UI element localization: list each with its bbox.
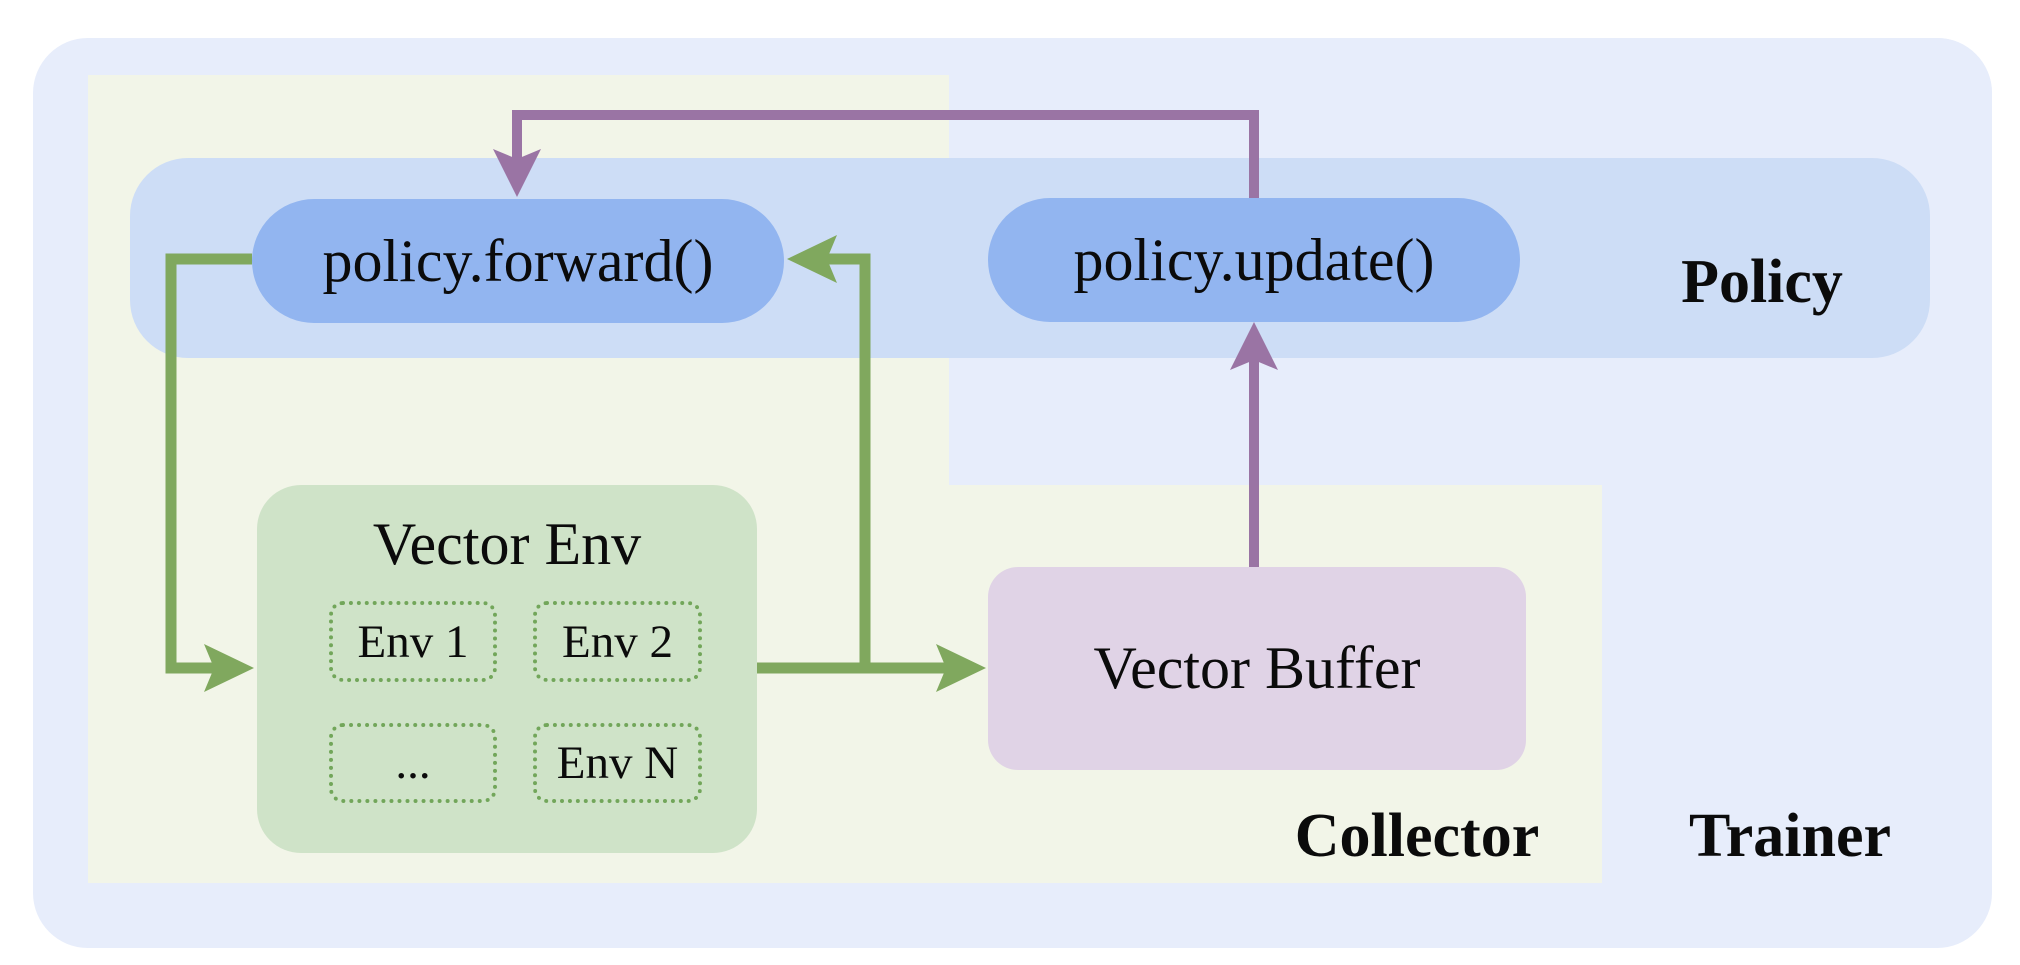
- env-item-2: Env 2: [533, 601, 702, 682]
- trainer-label: Trainer: [1630, 798, 1950, 874]
- env-item-1: Env 1: [329, 601, 497, 682]
- trainer-label-text: Trainer: [1688, 801, 1891, 870]
- env-item-ellipsis-label: ...: [395, 737, 431, 789]
- vector-buffer-label: Vector Buffer: [1093, 635, 1421, 701]
- vector-env-title: Vector Env: [372, 511, 642, 577]
- env-item-n-label: Env N: [556, 737, 679, 789]
- env-item-ellipsis: ...: [329, 723, 497, 803]
- policy-forward-label: policy.forward(): [322, 227, 714, 294]
- policy-label-text: Policy: [1681, 247, 1843, 316]
- policy-label: Policy: [1602, 244, 1922, 320]
- vector-buffer-node: Vector Buffer: [988, 567, 1526, 770]
- env-item-n: Env N: [533, 723, 702, 803]
- collector-label-text: Collector: [1294, 801, 1540, 870]
- vector-env-node: Vector Env Env 1 Env 2 ... Env N: [257, 485, 757, 853]
- policy-update-node: policy.update(): [988, 198, 1520, 322]
- collector-label: Collector: [1257, 798, 1577, 874]
- env-item-2-label: Env 2: [562, 615, 673, 668]
- policy-update-label: policy.update(): [1073, 226, 1435, 293]
- env-item-1-label: Env 1: [357, 615, 469, 668]
- policy-forward-node: policy.forward(): [252, 199, 784, 323]
